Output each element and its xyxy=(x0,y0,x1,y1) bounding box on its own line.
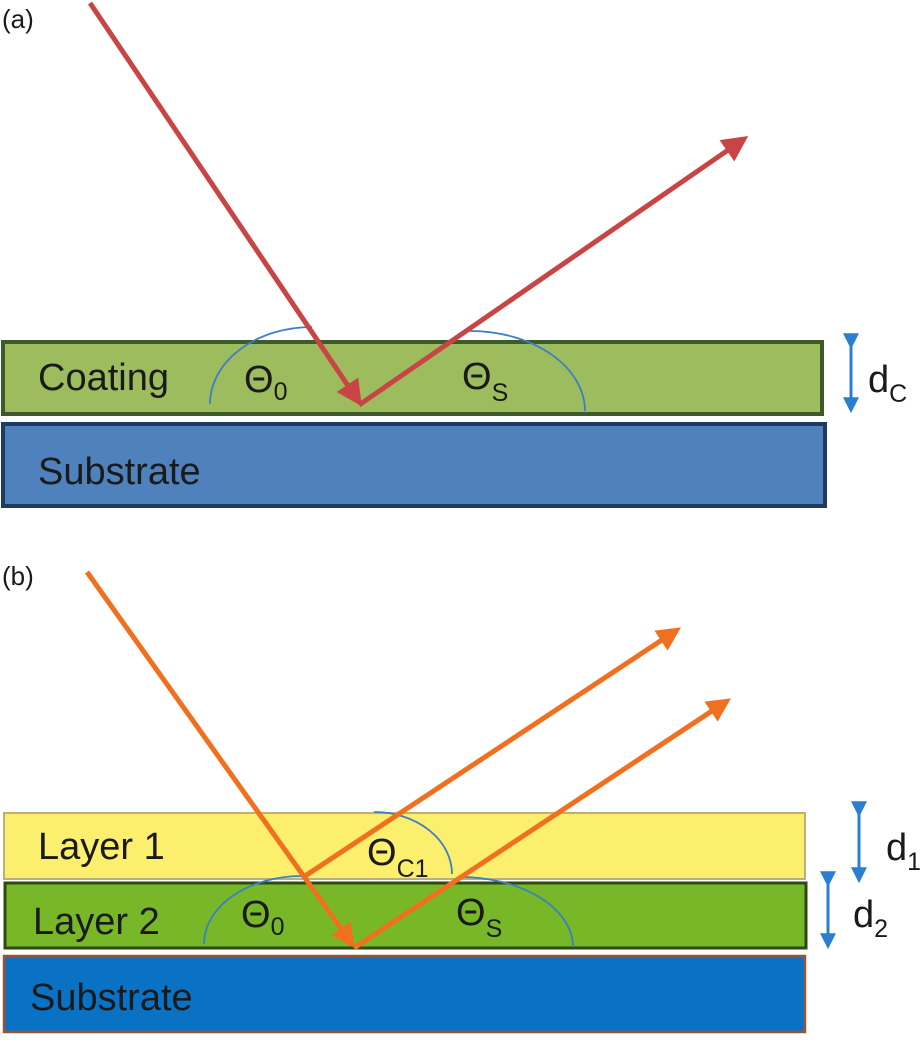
thickness-label-d1: d1 xyxy=(886,827,921,876)
layer-2-label: Layer 2 xyxy=(33,901,160,943)
layer-1 xyxy=(3,812,806,880)
substrate-a-label: Substrate xyxy=(38,451,201,493)
incident-beam-a xyxy=(87,1,362,407)
thetas-arc-a xyxy=(469,330,586,412)
reflected-beam-layer-1 xyxy=(300,627,682,881)
substrate-b-label: Substrate xyxy=(30,977,193,1019)
thetac1-arc xyxy=(373,811,453,875)
reflected-beam-a xyxy=(357,136,749,408)
theta0-arc-b xyxy=(203,875,303,945)
thetas-arc-b xyxy=(459,876,574,948)
thetas-label-b: ΘS xyxy=(456,892,502,943)
incident-beam-b xyxy=(84,570,355,948)
thetas-label-a: ΘS xyxy=(462,356,508,407)
thickness-label-dc: dC xyxy=(868,359,907,408)
theta0-arc-a xyxy=(209,326,313,405)
substrate-a-layer xyxy=(1,422,827,508)
theta0-label-b: Θ0 xyxy=(241,894,284,941)
panel-a-label: (a) xyxy=(2,4,34,34)
theta0-label-a: Θ0 xyxy=(244,359,287,406)
reflected-beam-layer-2 xyxy=(352,698,732,951)
coating-label: Coating xyxy=(38,357,169,399)
panel-b: (b) Layer 1 Layer 2 Substrate ΘC1 Θ0 ΘS … xyxy=(2,561,921,1034)
thickness-label-d2: d2 xyxy=(853,894,888,943)
panel-b-label: (b) xyxy=(2,561,34,591)
coating-layer xyxy=(1,340,824,416)
panel-a: (a) Coating Substrate Θ0 ΘS dC xyxy=(1,1,907,508)
substrate-b-layer xyxy=(2,954,807,1034)
thetac1-label: ΘC1 xyxy=(367,832,429,883)
layer-1-label: Layer 1 xyxy=(38,826,165,868)
